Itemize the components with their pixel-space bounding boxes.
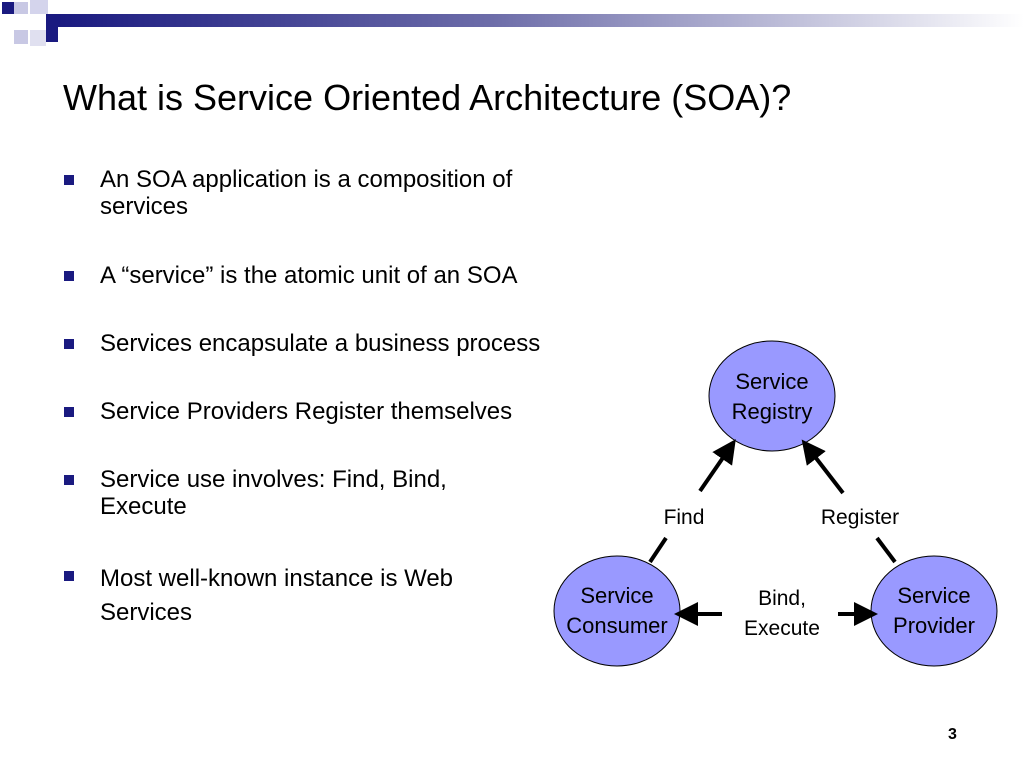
consumer-label: Service Consumer (557, 581, 677, 641)
find-arrow-lower (648, 536, 668, 564)
registry-label-line2: Registry (731, 399, 813, 424)
bullet-line: Service Providers Register themselves (100, 398, 513, 425)
bullet-square-icon (64, 339, 74, 349)
bullet-line: Services encapsulate a business process (100, 330, 541, 357)
header-gradient-bar (58, 14, 1024, 27)
provider-label-line1: Service (897, 583, 971, 608)
bind-label-line2: Execute (744, 617, 820, 640)
bullet-text: Most well-known instance is Web Services (100, 562, 453, 630)
bullet-line: Service use involves: Find, Bind, (100, 466, 447, 493)
provider-label-line2: Provider (893, 613, 975, 638)
bullet-text: Service Providers Register themselves (100, 398, 512, 425)
header-square-4 (14, 14, 30, 28)
header-square-9 (46, 14, 58, 28)
header-square-6 (2, 16, 14, 30)
bullet-text: An SOA application is a composition of s… (100, 166, 512, 220)
bullet-square-icon (64, 407, 74, 417)
register-arrow-lower (875, 536, 897, 564)
bullet-line: An SOA application is a composition of (100, 166, 513, 193)
bullet-line: Services (100, 599, 193, 626)
bullet-line: Execute (100, 493, 187, 520)
header-square-2 (14, 2, 28, 14)
header-square-8 (30, 30, 46, 46)
bullet-text: A “service” is the atomic unit of an SOA (100, 262, 518, 289)
registry-label: Service Registry (722, 367, 822, 427)
header-square-1 (2, 2, 14, 14)
bind-execute-label: Bind, Execute (727, 584, 837, 644)
find-label: Find (663, 506, 705, 529)
register-arrow-upper (801, 439, 845, 495)
header-square-10 (46, 28, 58, 42)
bind-label-line1: Bind, (758, 587, 806, 610)
consumer-label-line2: Consumer (566, 613, 668, 638)
register-label: Register (820, 506, 900, 529)
header-square-7 (14, 30, 28, 44)
page-number: 3 (948, 726, 957, 743)
bullet-line: services (100, 193, 189, 220)
header-square-3 (30, 0, 48, 14)
bullet-line: Most well-known instance is Web (100, 565, 454, 592)
bullet-square-icon (64, 175, 74, 185)
consumer-label-line1: Service (580, 583, 654, 608)
bullet-square-icon (64, 271, 74, 281)
find-arrow-upper (698, 439, 736, 493)
header-square-5 (30, 16, 46, 30)
registry-label-line1: Service (735, 369, 809, 394)
header-decoration (2, 0, 1024, 46)
bullet-line: A “service” is the atomic unit of an SOA (100, 262, 518, 289)
slide-title: What is Service Oriented Architecture (S… (63, 77, 792, 118)
provider-label: Service Provider (879, 581, 989, 641)
bullet-text: Service use involves: Find, Bind, Execut… (100, 466, 447, 520)
bullet-square-icon (64, 571, 74, 581)
registry-node (708, 340, 836, 452)
bullet-text: Services encapsulate a business process (100, 330, 540, 357)
bullet-square-icon (64, 475, 74, 485)
